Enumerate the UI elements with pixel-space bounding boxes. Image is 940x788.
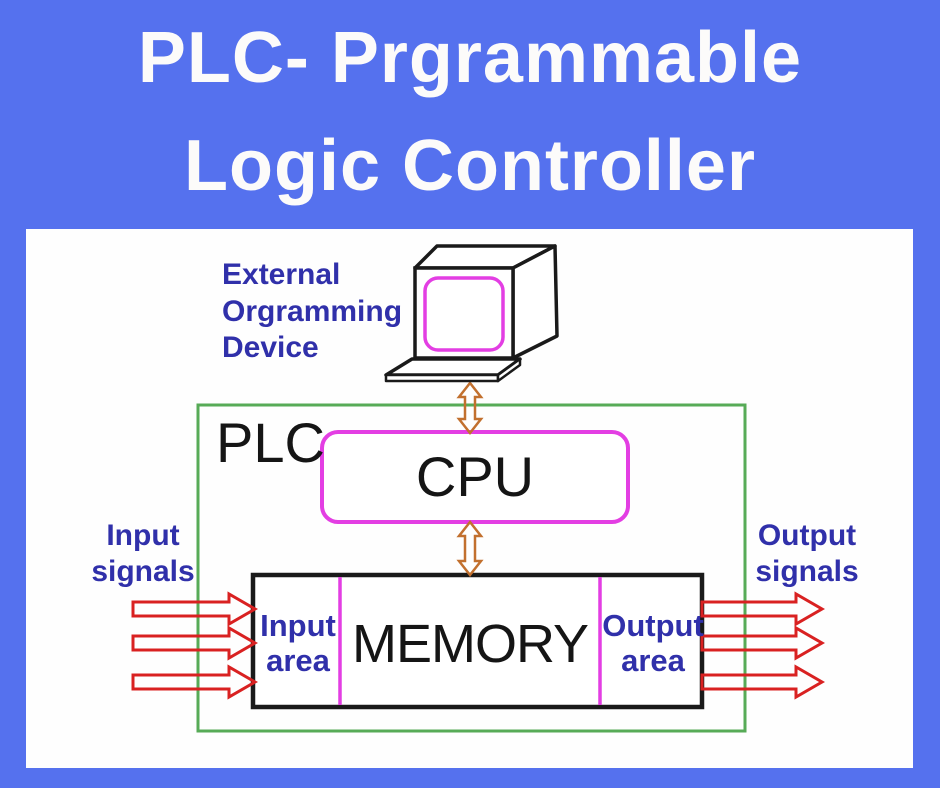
external-device-line-1: External [222,258,340,291]
svg-text:signals: signals [755,555,858,588]
diagram-panel: External Orgramming Device PLC CPU MEMOR… [26,229,913,768]
svg-text:Output: Output [758,519,856,552]
keyboard-right-edge [496,357,522,383]
plc-label: PLC [216,411,325,474]
svg-text:Output: Output [602,608,704,643]
svg-text:signals: signals [91,555,194,588]
external-device-line-3: Device [222,331,319,364]
input-arrow [131,664,259,700]
device-cpu-link-arrow [456,380,484,436]
output-arrows [700,591,826,700]
output-arrow [700,625,826,661]
plc-diagram-svg: External Orgramming Device PLC CPU MEMOR… [91,244,859,733]
cpu-memory-link-arrow [456,519,484,578]
input-area-label: Input area [260,608,336,678]
output-signals-label: Output signals [755,519,858,588]
svg-text:Input: Input [106,519,179,552]
memory-label: MEMORY [352,614,588,674]
output-arrow [700,591,826,627]
cpu-box [320,430,630,524]
title-line-1: PLC- Prgrammable [137,18,803,98]
cpu-label: CPU [416,445,534,508]
svg-text:area: area [621,643,686,678]
input-arrow [131,591,259,627]
output-arrow [700,664,826,700]
memory-box [250,572,705,710]
external-device-label: External Orgramming Device [222,258,402,364]
svg-text:Input: Input [260,608,336,643]
input-arrow [131,625,259,661]
computer-icon [384,244,559,383]
monitor-side-face [511,244,559,360]
title-line-2: Logic Controller [184,126,756,206]
keyboard-front-edge [384,373,500,383]
plc-boundary-box [196,403,747,733]
external-device-line-2: Orgramming [222,295,402,328]
input-arrows [131,591,259,700]
monitor-screen [423,276,505,352]
input-signals-label: Input signals [91,519,194,588]
output-area-label: Output area [602,608,704,678]
page-title: PLC- Prgrammable Logic Controller [0,0,940,229]
svg-text:area: area [266,643,331,678]
